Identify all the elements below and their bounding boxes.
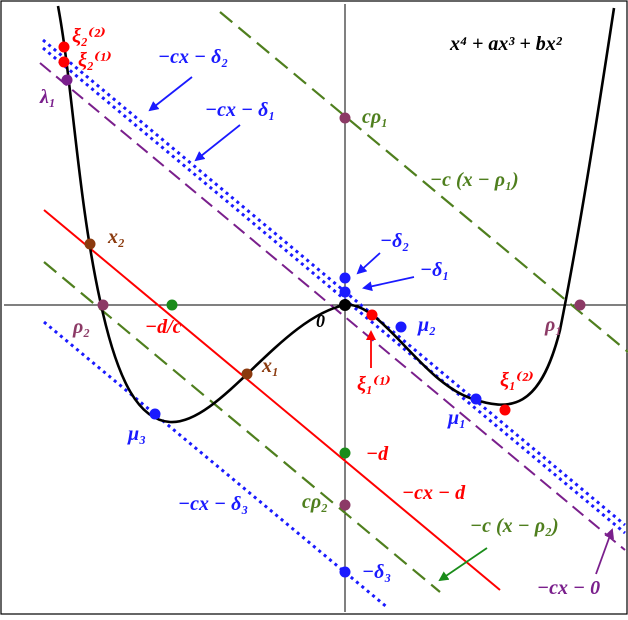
dot-origin xyxy=(339,299,351,311)
label-neg-delta2: −δ₂ xyxy=(380,230,409,252)
label-neg-d-over-c: −d/c xyxy=(145,316,182,338)
arrow-neg-delta2 xyxy=(356,252,381,275)
dot-x1 xyxy=(241,368,253,380)
label-c-x-rho2: −c (x − ρ₂) xyxy=(470,515,559,537)
label-x2: x₂ xyxy=(107,226,125,248)
dot-mu3 xyxy=(149,408,161,420)
label-rho1: ρ₁ xyxy=(544,314,562,336)
dot-xi2-1 xyxy=(58,56,70,68)
label-c-rho2: cρ₂ xyxy=(302,491,328,513)
dot-neg-d-over-c xyxy=(166,299,178,311)
label-lambda1: λ₁ xyxy=(39,86,56,108)
dot-xi1-1 xyxy=(366,309,378,321)
dot-neg-delta1 xyxy=(339,286,351,298)
dot-mu1 xyxy=(470,393,482,405)
dot-lambda1 xyxy=(61,74,73,86)
dot-rho2 xyxy=(97,299,109,311)
label-c-x-rho1: −c (x − ρ₁) xyxy=(430,169,519,191)
dot-xi2-2 xyxy=(58,41,70,53)
label-c-rho1: cρ₁ xyxy=(362,106,388,128)
dot-neg-d xyxy=(339,447,351,459)
line-neg-c-x-minus-delta1 xyxy=(39,62,626,551)
line-neg-c-x-minus-delta2 xyxy=(42,38,626,527)
label-delta1-line: −cx − δ₁ xyxy=(205,99,275,121)
arrow-delta2 xyxy=(148,76,193,112)
line-neg-c-x-minus-delta3 xyxy=(43,320,389,610)
label-neg-d: −d xyxy=(366,443,389,465)
dot-c-rho1 xyxy=(339,112,351,124)
label-xi1-1: ξ₁⁽¹⁾ xyxy=(357,373,391,395)
line-neg-c-x-minus-rho1 xyxy=(219,11,628,353)
dot-mu2 xyxy=(395,321,407,333)
line-neg-c-x-minus-delta2-b xyxy=(42,46,626,535)
arrow-zero-line xyxy=(595,528,614,575)
label-xi2-1: ξ₂⁽¹⁾ xyxy=(78,49,112,71)
label-neg-delta1: −δ₁ xyxy=(420,259,449,281)
label-d-line: −cx − d xyxy=(402,482,466,504)
label-mu2: μ₂ xyxy=(417,314,436,336)
label-rho2: ρ₂ xyxy=(72,316,90,338)
arrow-neg-delta1 xyxy=(362,276,415,292)
label-xi2-2: ξ₂⁽²⁾ xyxy=(72,25,106,47)
label-mu1: μ₁ xyxy=(447,407,466,429)
line-neg-c-x-minus-rho2 xyxy=(43,261,441,593)
dot-x2 xyxy=(84,238,96,250)
label-polynomial: x⁴ + ax³ + bx² xyxy=(449,33,563,55)
label-xi1-2: ξ₁⁽²⁾ xyxy=(500,369,534,391)
label-neg-delta3: −δ₃ xyxy=(362,561,391,583)
dot-neg-delta3 xyxy=(339,566,351,578)
dot-xi1-2 xyxy=(499,404,511,416)
label-delta3-line: −cx − δ₃ xyxy=(178,493,248,515)
dot-neg-delta2 xyxy=(339,272,351,284)
arrow-delta1 xyxy=(194,124,241,162)
line-neg-c-x-minus-d xyxy=(43,209,501,591)
label-delta2-line: −cx − δ₂ xyxy=(158,46,228,68)
dot-c-rho2 xyxy=(339,499,351,511)
label-zero-line: −cx − 0 xyxy=(537,577,600,599)
dot-rho1 xyxy=(574,299,586,311)
label-x1: x₁ xyxy=(261,355,279,377)
label-origin: 0 xyxy=(316,311,325,331)
label-mu3: μ₃ xyxy=(127,423,146,445)
arrow-c-x-rho2 xyxy=(438,547,488,582)
